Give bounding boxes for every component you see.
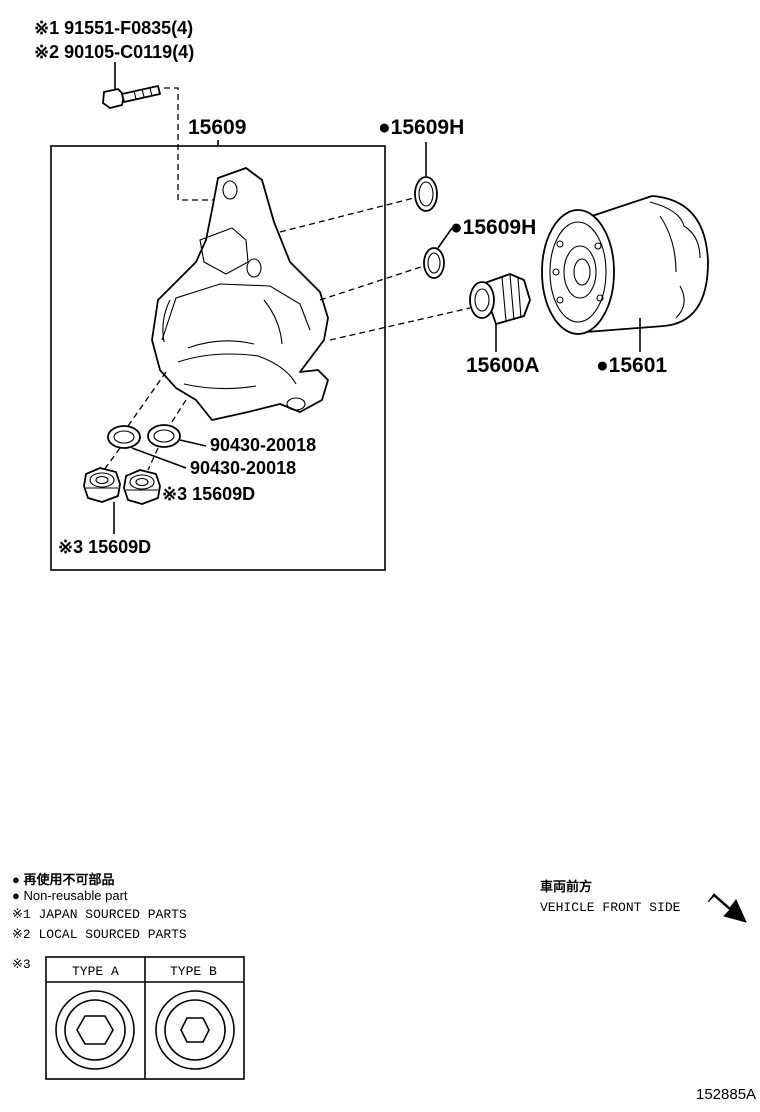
callout-gasket-1[interactable]: 90430-20018 — [210, 435, 316, 455]
type-b-header: TYPE B — [170, 964, 217, 979]
direction-label-en: VEHICLE FRONT SIDE — [540, 900, 681, 915]
oil-filter-icon — [541, 195, 709, 335]
plug-right-icon — [123, 469, 161, 505]
dashed-leader-gasket-1 — [127, 371, 167, 427]
plug-left-icon — [83, 467, 121, 503]
type-a-header: TYPE A — [72, 964, 119, 979]
dashed-leader-filter-union — [329, 307, 471, 341]
callout-plug-right[interactable]: ※3 15609D — [162, 484, 255, 504]
dashed-leader-o-ring-lower — [319, 265, 425, 301]
dashed-leader-plug-left — [103, 447, 121, 471]
callout-o-ring-upper[interactable]: ●15609H — [378, 116, 464, 139]
filter-union-icon — [469, 273, 531, 325]
dashed-leader-gasket-2 — [167, 399, 187, 429]
leader-o-ring-lower — [437, 227, 453, 249]
callout-filter-union[interactable]: 15600A — [466, 354, 540, 377]
bolt-icon — [102, 85, 161, 109]
callout-oil-filter[interactable]: ●15601 — [596, 354, 667, 377]
callout-o-ring-lower[interactable]: ●15609H — [450, 216, 536, 239]
oil-filter-bracket-icon — [151, 167, 329, 421]
o-ring-upper-icon — [414, 176, 438, 212]
legend-non-reusable-jp: ● 再使用不可部品 — [12, 872, 114, 887]
gasket-1-icon — [107, 425, 141, 449]
dashed-leader-plug-right — [147, 447, 159, 471]
diagram-id: 152885A — [696, 1086, 756, 1103]
type-a-plug-icon — [55, 990, 135, 1070]
legend-non-reusable-en: ● Non-reusable part — [12, 888, 128, 903]
callout-plug-left[interactable]: ※3 15609D — [58, 537, 151, 557]
legend-note-3: ※3 — [12, 957, 31, 972]
plug-type-table — [45, 956, 245, 1080]
callout-bolt-japan[interactable]: ※1 91551-F0835(4) — [34, 18, 193, 38]
leader-gasket-2 — [131, 447, 187, 469]
callout-housing[interactable]: 15609 — [188, 116, 246, 139]
callout-gasket-2[interactable]: 90430-20018 — [190, 458, 296, 478]
callout-bolt-local[interactable]: ※2 90105-C0119(4) — [34, 42, 194, 62]
type-b-plug-icon — [155, 990, 235, 1070]
legend-japan-sourced: ※1 JAPAN SOURCED PARTS — [12, 907, 187, 922]
leader-gasket-1 — [179, 439, 207, 447]
o-ring-lower-icon — [423, 247, 445, 279]
direction-label-jp: 車両前方 — [540, 879, 592, 894]
legend-local-sourced: ※2 LOCAL SOURCED PARTS — [12, 927, 187, 942]
dashed-leader-bolt — [164, 87, 228, 201]
dashed-leader-o-ring-upper — [279, 197, 415, 233]
gasket-2-icon — [147, 424, 181, 448]
front-direction-arrow-icon — [707, 893, 747, 923]
